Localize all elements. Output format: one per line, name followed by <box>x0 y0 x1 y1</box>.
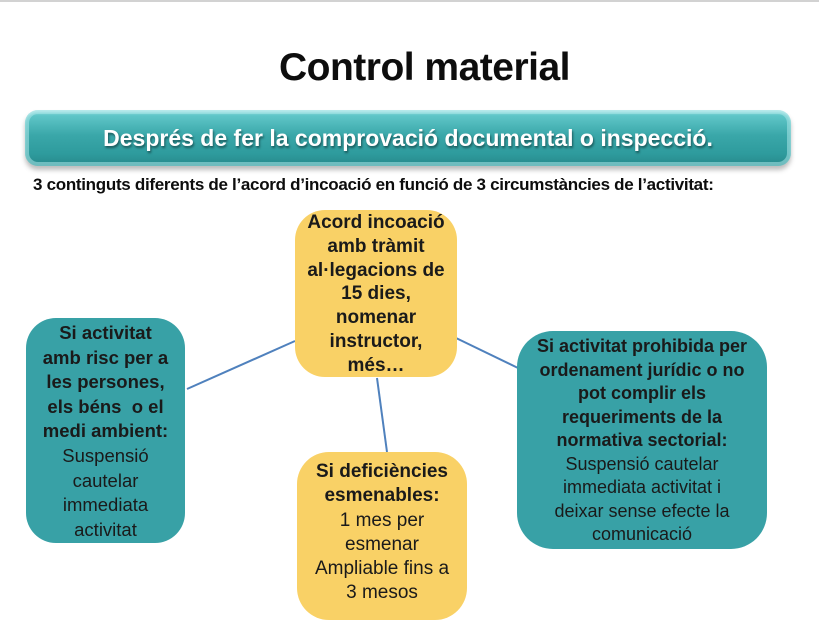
connector-left-line <box>186 340 296 390</box>
node-acord-incoacio: Acord incoació amb tràmit al·legacions d… <box>295 210 457 377</box>
node-activitat-prohibida: Si activitat prohibida per ordenament ju… <box>517 331 767 549</box>
connector-right-line <box>455 337 519 369</box>
subtitle: 3 continguts diferents de l’acord d’inco… <box>33 175 714 194</box>
page-title: Control material <box>278 46 571 89</box>
node-deficiencies-esmenables-body: 1 mes per esmenar Ampliable fins a 3 mes… <box>314 509 450 604</box>
banner-text: Després de fer la comprovació documental… <box>103 125 713 151</box>
node-activitat-prohibida-body: Suspensió cautelar immediata activitat i… <box>554 453 730 545</box>
node-activitat-prohibida-heading: Si activitat prohibida per ordenament ju… <box>536 336 748 450</box>
window-top-border <box>0 0 819 2</box>
node-activitat-amb-risc-heading: Si activitat amb risc per a les persones… <box>42 322 169 442</box>
node-acord-incoacio-text: Acord incoació amb tràmit al·legacions d… <box>307 212 445 376</box>
node-deficiencies-esmenables: Si deficiències esmenables: 1 mes per es… <box>297 452 467 620</box>
connector-bottom-line <box>376 377 388 453</box>
node-activitat-amb-risc: Si activitat amb risc per a les persones… <box>26 318 185 543</box>
node-activitat-amb-risc-body: Suspensió cautelar immediata activitat <box>62 444 149 540</box>
banner: Després de fer la comprovació documental… <box>25 110 791 166</box>
node-deficiencies-esmenables-heading: Si deficiències esmenables: <box>315 461 448 507</box>
